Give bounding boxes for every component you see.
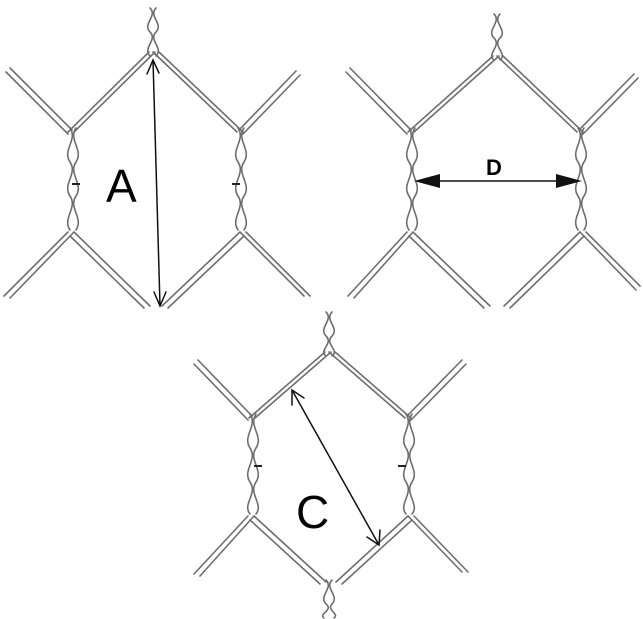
panel-a: A xyxy=(3,7,311,309)
panel-d: D xyxy=(345,13,641,309)
panel-c-mesh xyxy=(193,311,469,619)
dimension-d-arrow xyxy=(414,174,582,188)
panel-a-mesh xyxy=(3,7,311,309)
label-c: C xyxy=(296,486,329,538)
label-d: D xyxy=(486,155,502,180)
panel-c: C xyxy=(193,311,469,619)
dimension-a-arrow xyxy=(146,58,167,308)
dimension-c-arrow xyxy=(291,388,381,547)
label-a: A xyxy=(106,160,137,212)
panel-d-mesh xyxy=(345,13,641,309)
